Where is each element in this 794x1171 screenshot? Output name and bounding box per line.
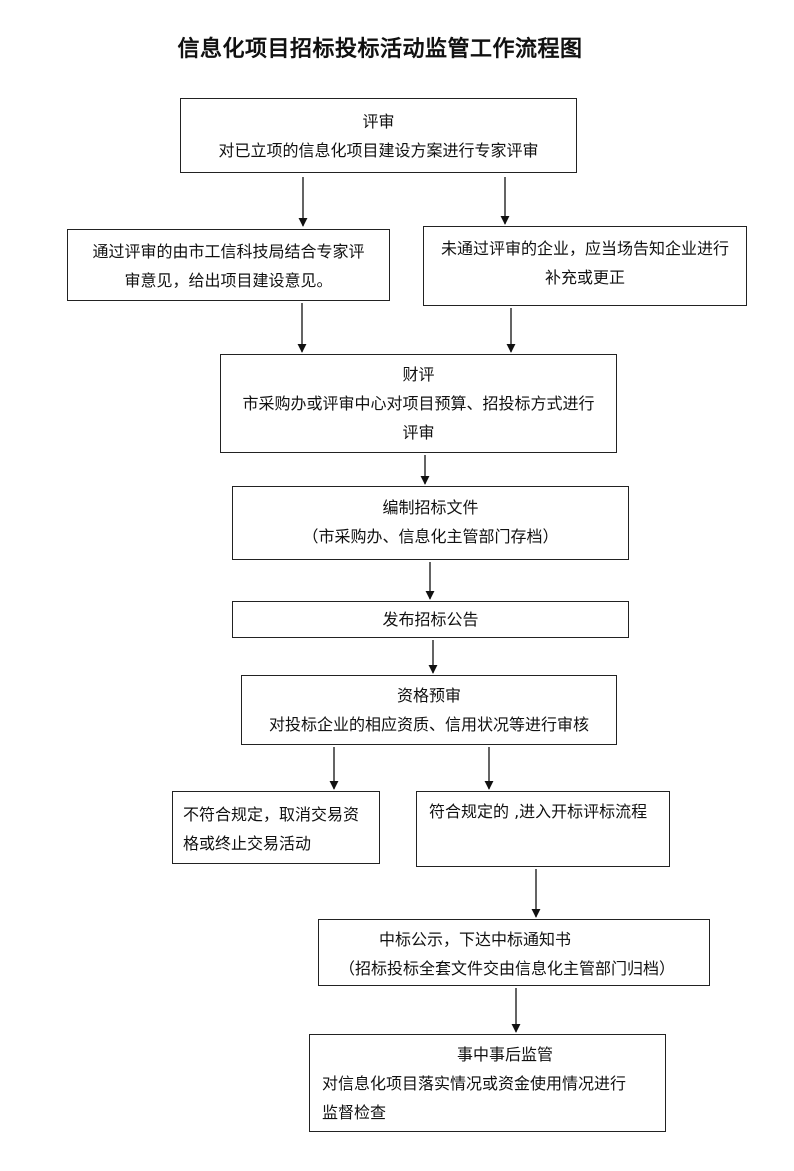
page-title: 信息化项目招标投标活动监管工作流程图 [177, 37, 583, 62]
supervision-text-1: 对信息化项目落实情况或资金使用情况进行 [322, 1074, 627, 1093]
finance-review-box: 财评 市采购办或评审中心对项目预算、招投标方式进行 评审 [220, 354, 617, 453]
prequalification-heading: 资格预审 [396, 686, 461, 705]
noncompliant-text-2: 格或终止交易活动 [183, 834, 312, 853]
publish-notice-heading: 发布招标公告 [382, 610, 479, 629]
publish-notice-box: 发布招标公告 [232, 601, 629, 638]
review-box: 评审 对已立项的信息化项目建设方案进行专家评审 [180, 98, 577, 173]
noncompliant-box: 不符合规定，取消交易资 格或终止交易活动 [172, 791, 380, 864]
prequalification-box: 资格预审 对投标企业的相应资质、信用状况等进行审核 [241, 675, 617, 745]
award-notice-heading: 中标公示，下达中标通知书 [379, 930, 572, 949]
prepare-docs-text: （市采购办、信息化主管部门存档） [302, 527, 559, 546]
award-notice-text: （招标投标全套文件交由信息化主管部门归档） [339, 959, 676, 978]
finance-review-heading: 财评 [402, 365, 435, 384]
finance-review-text-1: 市采购办或评审中心对项目预算、招投标方式进行 [242, 394, 595, 413]
fail-review-text-1: 未通过评审的企业，应当场告知企业进行 [440, 239, 729, 258]
noncompliant-text-1: 不符合规定，取消交易资 [183, 805, 360, 824]
finance-review-text-2: 评审 [402, 423, 435, 442]
prepare-docs-box: 编制招标文件 （市采购办、信息化主管部门存档） [232, 486, 629, 560]
fail-review-text-2: 补充或更正 [544, 268, 625, 287]
supervision-heading: 事中事后监管 [457, 1045, 554, 1064]
pass-review-box: 通过评审的由市工信科技局结合专家评 审意见，给出项目建设意见。 [67, 229, 390, 301]
prequalification-text: 对投标企业的相应资质、信用状况等进行审核 [268, 715, 589, 734]
review-heading: 评审 [362, 112, 395, 131]
fail-review-box: 未通过评审的企业，应当场告知企业进行 补充或更正 [423, 226, 747, 306]
review-text: 对已立项的信息化项目建设方案进行专家评审 [218, 141, 539, 160]
pass-review-text-2: 审意见，给出项目建设意见。 [124, 271, 333, 290]
compliant-box: 符合规定的 ,进入开标评标流程 [416, 791, 670, 867]
award-notice-box: 中标公示，下达中标通知书 （招标投标全套文件交由信息化主管部门归档） [318, 919, 710, 986]
pass-review-text-1: 通过评审的由市工信科技局结合专家评 [92, 242, 365, 261]
supervision-text-2: 监督检查 [322, 1103, 387, 1122]
prepare-docs-heading: 编制招标文件 [382, 498, 479, 517]
supervision-box: 事中事后监管 对信息化项目落实情况或资金使用情况进行 监督检查 [309, 1034, 666, 1132]
compliant-text: 符合规定的 ,进入开标评标流程 [429, 802, 648, 821]
